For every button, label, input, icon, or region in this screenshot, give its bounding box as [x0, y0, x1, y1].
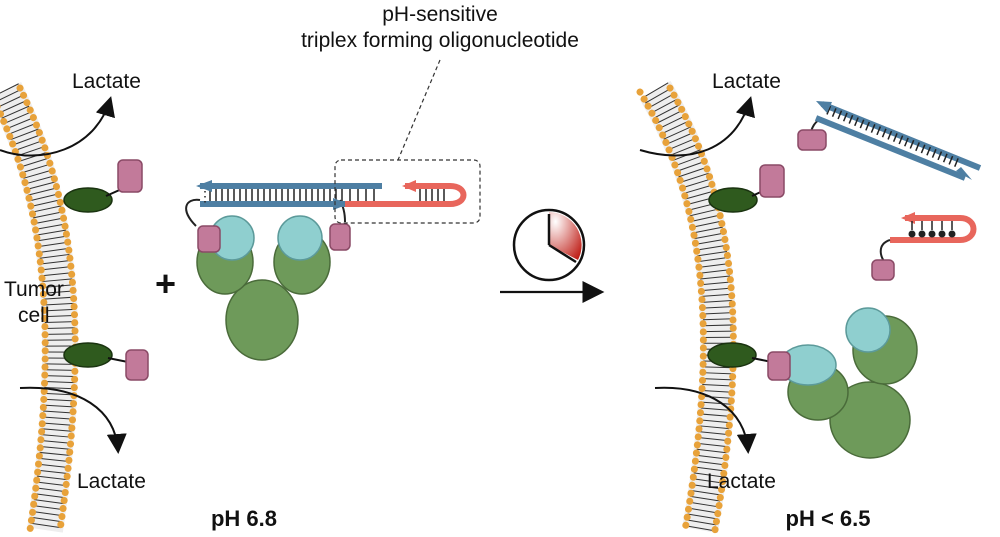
tfo-callout-box	[334, 159, 481, 224]
lactate-label-right-top: Lactate	[712, 70, 781, 93]
tfo-label-line1: pH-sensitive	[382, 3, 498, 26]
tfo-callout-line	[397, 59, 441, 161]
tumor-cell-label-line2: cell	[18, 304, 50, 327]
lactate-label-left-bottom: Lactate	[77, 470, 146, 493]
membrane-left	[0, 81, 79, 534]
antigen-left-bottom	[125, 349, 149, 381]
dna-duplex-left	[185, 180, 467, 227]
transporter-left-bottom	[63, 342, 129, 368]
tfo-triplex-right	[871, 212, 977, 281]
lactate-label-right-bottom: Lactate	[707, 470, 776, 493]
plus-icon: +	[155, 263, 177, 304]
membrane-right	[636, 80, 737, 534]
ph-label-right: pH < 6.5	[785, 506, 871, 531]
antibody-left	[196, 215, 351, 361]
transporter-right-top	[708, 187, 766, 213]
clock-icon	[512, 208, 586, 282]
lactate-arrow-left-bottom	[19, 386, 127, 454]
tfo-label-line2: triplex forming oligonucleotide	[301, 29, 579, 52]
transporter-right-bottom	[707, 342, 773, 368]
transporter-left-top	[63, 187, 125, 213]
dna-released-right	[797, 101, 982, 181]
lactate-label-left-top: Lactate	[72, 70, 141, 93]
tumor-cell-label-line1: Tumor	[4, 278, 64, 301]
antibody-right	[767, 307, 918, 459]
antigen-left-top	[117, 159, 143, 193]
lactate-arrow-right-top	[639, 96, 755, 157]
ph-label-left: pH 6.8	[210, 506, 278, 531]
lactate-arrow-left-top	[0, 96, 115, 157]
antigen-right-top	[759, 164, 785, 198]
lactate-arrow-right-bottom	[654, 386, 757, 454]
